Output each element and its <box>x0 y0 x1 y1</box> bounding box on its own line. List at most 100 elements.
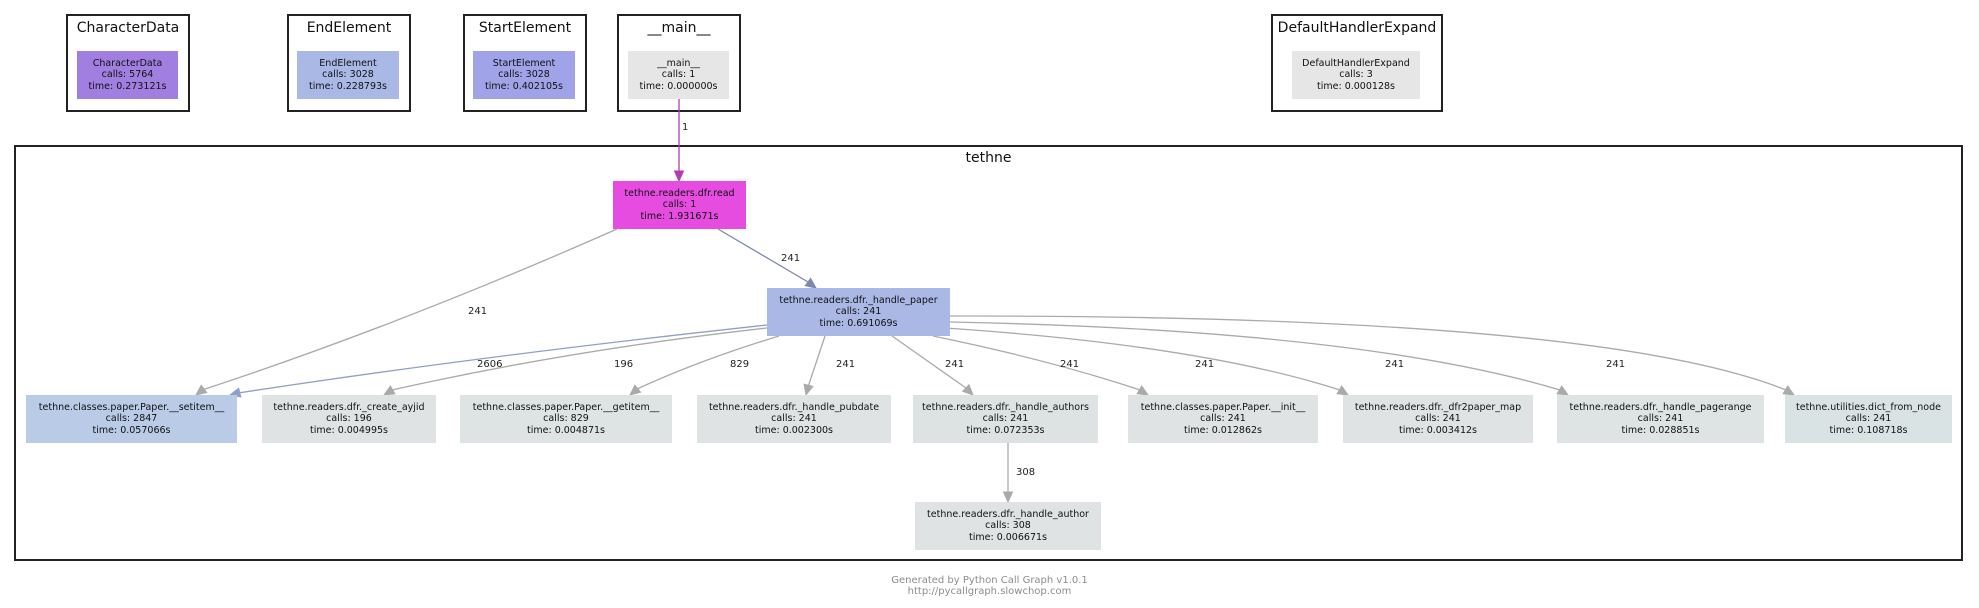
edge-handle_paper-to-authors <box>891 335 967 389</box>
node-tethne-readers-dfr-read[interactable]: tethne.readers.dfr.read calls: 1 time: 1… <box>613 181 746 229</box>
edge-arrowhead <box>382 385 396 396</box>
node-calls: calls: 241 <box>982 413 1029 425</box>
edge-arrowhead <box>629 384 642 396</box>
node-name: EndElement <box>319 57 377 69</box>
node-calls: calls: 3028 <box>498 69 550 81</box>
node-calls: calls: 241 <box>1200 413 1246 425</box>
edge-read-to-handle_paper <box>717 228 809 283</box>
node-characterdata[interactable]: CharacterData calls: 5764 time: 0.273121… <box>77 51 178 99</box>
node-paper-setitem[interactable]: tethne.classes.paper.Paper.__setitem__ c… <box>26 395 237 443</box>
node-create-ayjid[interactable]: tethne.readers.dfr._create_ayjid calls: … <box>262 395 436 443</box>
node-name: DefaultHandlerExpand <box>1302 57 1410 69</box>
edge-call-count: 2606 <box>477 359 502 370</box>
cluster-title: CharacterData <box>76 20 180 36</box>
node-time: time: 0.057066s <box>92 424 171 436</box>
node-name: tethne.utilities.dict_from_node <box>1796 401 1941 413</box>
node-time: time: 0.108718s <box>1829 424 1908 436</box>
node-calls: calls: 241 <box>771 413 817 425</box>
node-time: time: 0.691069s <box>819 317 898 329</box>
edge-call-count: 196 <box>614 359 633 370</box>
node-name: __main__ <box>657 57 700 69</box>
node-paper-init[interactable]: tethne.classes.paper.Paper.__init__ call… <box>1128 395 1318 443</box>
edge-call-count: 241 <box>468 306 487 317</box>
edge-call-count: 241 <box>1060 359 1079 370</box>
node-time: time: 0.003412s <box>1399 424 1477 436</box>
node-calls: calls: 829 <box>543 413 589 425</box>
edge-call-count: 241 <box>781 253 800 264</box>
edge-arrowhead <box>804 277 817 289</box>
node-time: time: 1.931671s <box>640 210 719 222</box>
node-time: time: 0.004995s <box>310 424 388 436</box>
edge-arrowhead <box>1556 385 1570 396</box>
edge-handle_paper-to-dict_from_node <box>949 315 1787 391</box>
node-name: tethne.readers.dfr._handle_pubdate <box>708 401 880 413</box>
edge-handle_paper-to-getitem <box>636 335 780 390</box>
node-name: tethne.readers.dfr._dfr2paper_map <box>1354 401 1522 413</box>
edge-call-count: 241 <box>1195 359 1214 370</box>
edge-handle_paper-to-pagerange <box>949 321 1561 391</box>
cluster-title: EndElement <box>306 20 392 36</box>
node-name: tethne.readers.dfr._create_ayjid <box>273 401 425 413</box>
edge-arrowhead <box>673 170 685 183</box>
node-calls: calls: 196 <box>326 413 372 425</box>
edge-arrowhead <box>195 384 208 396</box>
node-time: time: 0.000000s <box>639 80 718 92</box>
node-calls: calls: 241 <box>1845 413 1892 425</box>
edge-arrowhead <box>803 383 814 397</box>
node-calls: calls: 1 <box>661 69 696 81</box>
cluster-title: StartElement <box>478 20 572 36</box>
edge-call-count: 241 <box>1385 359 1404 370</box>
node-name: tethne.classes.paper.Paper.__getitem__ <box>472 401 660 413</box>
node-calls: calls: 5764 <box>101 69 154 81</box>
edge-read-to-setitem <box>201 228 618 391</box>
node-name: tethne.readers.dfr._handle_paper <box>779 294 938 306</box>
node-name: tethne.classes.paper.Paper.__init__ <box>1140 401 1306 413</box>
node-time: time: 0.028851s <box>1621 424 1700 436</box>
edge-call-count: 829 <box>730 359 749 370</box>
footer-url: http://pycallgraph.slowchop.com <box>907 586 1072 597</box>
edge-handle_paper-to-create_ayjid <box>391 327 768 391</box>
node-calls: calls: 2847 <box>105 413 158 425</box>
node-time: time: 0.012862s <box>1184 424 1262 436</box>
node-time: time: 0.072353s <box>966 424 1045 436</box>
node-handle-pagerange[interactable]: tethne.readers.dfr._handle_pagerange cal… <box>1557 395 1764 443</box>
node-time: time: 0.402105s <box>485 80 563 92</box>
node-time: time: 0.228793s <box>309 80 387 92</box>
node-time: time: 0.004871s <box>527 424 605 436</box>
node-handle-author[interactable]: tethne.readers.dfr._handle_author calls:… <box>915 502 1101 550</box>
node-calls: calls: 1 <box>662 199 697 211</box>
edge-handle_paper-to-pubdate <box>807 335 826 388</box>
node-startelement[interactable]: StartElement calls: 3028 time: 0.402105s <box>473 51 575 99</box>
edge-arrowhead <box>1782 385 1796 396</box>
node-calls: calls: 308 <box>985 520 1031 532</box>
cluster-title: __main__ <box>647 20 711 36</box>
node-calls: calls: 241 <box>1415 413 1461 425</box>
node-calls: calls: 241 <box>835 306 882 318</box>
node-name: tethne.readers.dfr.read <box>624 187 735 199</box>
node-handle-paper[interactable]: tethne.readers.dfr._handle_paper calls: … <box>767 288 950 336</box>
node-time: time: 0.006671s <box>969 531 1047 543</box>
edge-arrowhead <box>1336 385 1350 396</box>
edge-call-count: 241 <box>1606 359 1625 370</box>
edge-call-count: 241 <box>836 359 855 370</box>
cluster-title: DefaultHandlerExpand <box>1277 20 1437 36</box>
edge-call-count: 1 <box>682 122 688 133</box>
node-time: time: 0.002300s <box>755 424 833 436</box>
node-main[interactable]: __main__ calls: 1 time: 0.000000s <box>628 51 729 99</box>
node-defaulthandlerexpand[interactable]: DefaultHandlerExpand calls: 3 time: 0.00… <box>1292 51 1420 99</box>
node-handle-pubdate[interactable]: tethne.readers.dfr._handle_pubdate calls… <box>697 395 891 443</box>
node-name: CharacterData <box>92 57 163 69</box>
edge-arrowhead <box>961 383 974 396</box>
node-dfr2paper-map[interactable]: tethne.readers.dfr._dfr2paper_map calls:… <box>1343 395 1533 443</box>
node-name: tethne.readers.dfr._handle_author <box>927 508 1089 520</box>
node-paper-getitem[interactable]: tethne.classes.paper.Paper.__getitem__ c… <box>460 395 672 443</box>
node-endelement[interactable]: EndElement calls: 3028 time: 0.228793s <box>297 51 399 99</box>
edge-call-count: 308 <box>1016 467 1035 478</box>
edge-handle_paper-to-setitem <box>237 324 768 394</box>
node-handle-authors[interactable]: tethne.readers.dfr._handle_authors calls… <box>913 395 1098 443</box>
node-dict-from-node[interactable]: tethne.utilities.dict_from_node calls: 2… <box>1785 395 1952 443</box>
footer-generated-by: Generated by Python Call Graph v1.0.1 <box>891 575 1088 586</box>
node-name: tethne.readers.dfr._handle_pagerange <box>1569 401 1752 413</box>
node-time: time: 0.000128s <box>1317 80 1395 92</box>
node-calls: calls: 241 <box>1637 413 1684 425</box>
